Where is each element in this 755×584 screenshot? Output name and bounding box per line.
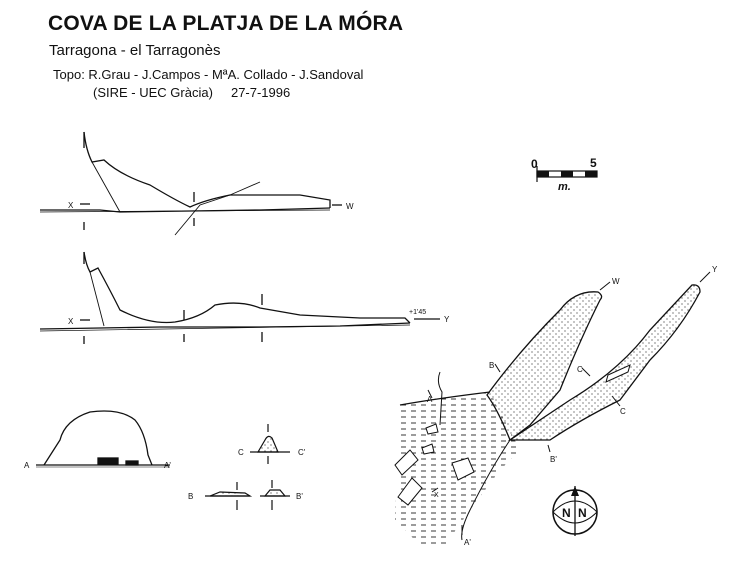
plan-label-w: W — [612, 277, 620, 286]
plan-label-a: A — [427, 395, 433, 404]
profile-x-y — [39, 251, 440, 344]
section-b-b — [205, 480, 290, 510]
scale-min-label: 0 — [531, 157, 538, 171]
plan-label-b: B — [489, 361, 494, 370]
section-b-right-label: B' — [296, 492, 303, 501]
profile-x-w — [39, 131, 342, 236]
plan-label-a-prime: A' — [464, 538, 471, 547]
topo-club-date: (SIRE - UEC Gràcia) 27-7-1996 — [93, 85, 291, 100]
plan-branch-y — [507, 284, 701, 441]
profile-1-right-label: W — [346, 202, 354, 211]
profile-2-elevation: +1'45 — [409, 309, 426, 316]
section-c-right-label: C' — [298, 448, 306, 457]
north-arrow: N N — [552, 486, 598, 536]
plan-branch-w — [486, 291, 603, 442]
profile-2-right-label: Y — [444, 315, 450, 324]
north-label-left: N — [562, 506, 571, 520]
topo-credits: Topo: R.Grau - J.Campos - MªA. Collado -… — [53, 66, 363, 102]
plan-label-x: X — [434, 492, 439, 499]
scale-bar: 0 5 m. — [531, 156, 598, 193]
cave-plan — [394, 271, 711, 545]
scale-unit-label: m. — [558, 181, 571, 193]
plan-label-b-prime: B' — [550, 455, 557, 464]
plan-label-c: C — [577, 365, 583, 374]
plan-label-y: Y — [712, 265, 718, 274]
section-a-a — [36, 410, 170, 468]
plan-boulders — [394, 423, 475, 506]
topo-authors: Topo: R.Grau - J.Campos - MªA. Collado -… — [53, 67, 364, 82]
section-b-left-label: B — [188, 492, 193, 501]
section-c-left-label: C — [238, 448, 244, 457]
location-subtitle: Tarragona - el Tarragonès — [49, 42, 221, 59]
section-a-left-label: A — [24, 461, 30, 470]
scale-max-label: 5 — [590, 156, 597, 170]
plan-label-c-prime: C — [620, 407, 626, 416]
section-c-c — [250, 424, 290, 464]
page-title: COVA DE LA PLATJA DE LA MÓRA — [48, 12, 404, 35]
profile-1-left-label: X — [68, 201, 74, 210]
section-a-right-label: A' — [164, 461, 171, 470]
profile-2-left-label: X — [68, 317, 74, 326]
north-label-right: N — [578, 506, 587, 520]
